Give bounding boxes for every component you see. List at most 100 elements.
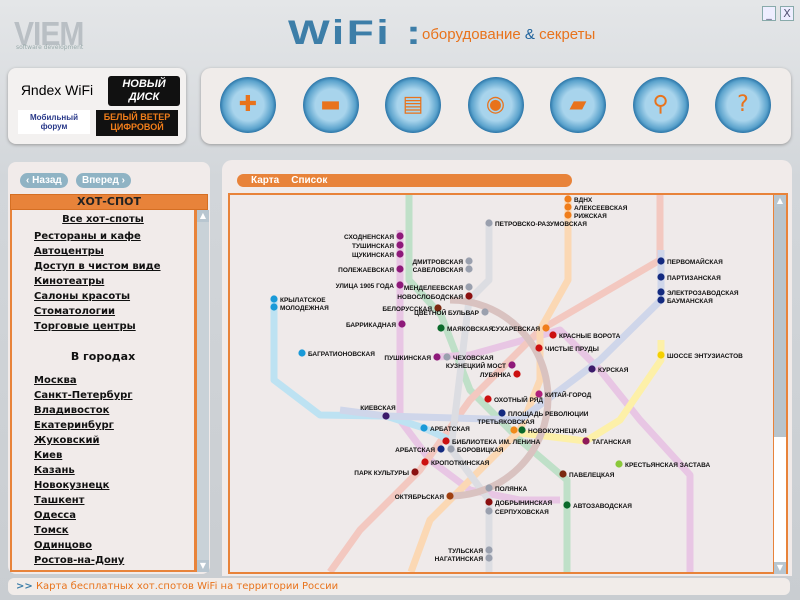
white-wind-logo[interactable]: БЕЛЫЙ ВЕТЕР ЦИФРОВОЙ (96, 110, 178, 136)
station-label[interactable]: ПУШКИНСКАЯ (384, 355, 431, 362)
tab-list[interactable]: Список (291, 175, 328, 186)
category-link[interactable]: Стоматологии (34, 306, 116, 317)
all-hotspots-link[interactable]: Все хот-споты (62, 214, 144, 225)
station-label[interactable]: ТУЛЬСКАЯ (448, 548, 483, 555)
scroll-down-arrow-icon[interactable]: ▼ (197, 560, 209, 572)
map-scroll-up-icon[interactable]: ▲ (774, 195, 786, 207)
minimize-button[interactable]: _ (762, 6, 776, 21)
station-label[interactable]: БОРОВИЦКАЯ (457, 447, 504, 454)
close-button[interactable]: X (780, 6, 794, 21)
station-label[interactable]: КРЕСТЬЯНСКАЯ ЗАСТАВА (625, 462, 711, 469)
city-link[interactable]: Москва (34, 375, 77, 386)
station-label[interactable]: МЕНДЕЛЕЕВСКАЯ (404, 285, 463, 292)
station-label[interactable]: ДОБРЫНИНСКАЯ (495, 500, 552, 507)
station-label[interactable]: КРАСНЫЕ ВОРОТА (559, 333, 621, 340)
category-link[interactable]: Рестораны и кафе (34, 231, 141, 242)
station-label[interactable]: ЭЛЕКТРОЗАВОДСКАЯ (667, 290, 739, 297)
tab-map[interactable]: Карта (251, 175, 280, 186)
station-label[interactable]: КУЗНЕЦКИЙ МОСТ (446, 361, 506, 370)
station-label[interactable]: РИЖСКАЯ (574, 213, 607, 220)
city-link[interactable]: Одинцово (34, 540, 92, 551)
city-link[interactable]: Киев (34, 450, 63, 461)
city-link[interactable]: Одесса (34, 510, 76, 521)
city-link[interactable]: Казань (34, 465, 75, 476)
category-link[interactable]: Салоны красоты (34, 291, 131, 302)
station-label[interactable]: БЕЛОРУССКАЯ (382, 306, 432, 313)
station-label[interactable]: БИБЛИОТЕКА ИМ. ЛЕНИНА (452, 439, 541, 446)
toolbar-button-help[interactable]: ? (715, 77, 771, 133)
station-label[interactable]: ПАВЕЛЕЦКАЯ (569, 472, 615, 479)
city-link[interactable]: Ростов-на-Дону (34, 555, 125, 566)
station-label[interactable]: ОКТЯБРЬСКАЯ (395, 494, 445, 501)
city-link[interactable]: Ташкент (34, 495, 85, 506)
novy-disk-logo[interactable]: НОВЫЙ ДИСК (108, 76, 180, 106)
station-label[interactable]: ВДНХ (574, 197, 593, 204)
toolbar-button-metro-map[interactable]: ✚ (220, 77, 276, 133)
city-link[interactable]: Екатеринбург (34, 420, 114, 431)
toolbar-button-laptop[interactable]: ▬ (302, 77, 359, 133)
station-label[interactable]: ЩУКИНСКАЯ (352, 252, 394, 259)
station-label[interactable]: БАРРИКАДНАЯ (346, 322, 396, 329)
station-label[interactable]: КИЕВСКАЯ (360, 405, 396, 412)
station-label[interactable]: УЛИЦА 1905 ГОДА (336, 283, 395, 290)
station-label[interactable]: СУХАРЕВСКАЯ (491, 326, 540, 333)
city-link[interactable]: Каменск-на-Амуре (34, 570, 194, 572)
station-label[interactable]: ПАРТИЗАНСКАЯ (667, 275, 721, 282)
yandex-wifi-logo[interactable]: Яndex WiFi (20, 82, 94, 98)
station-label[interactable]: КУРСКАЯ (598, 367, 629, 374)
station-label[interactable]: АВТОЗАВОДСКАЯ (573, 503, 632, 510)
station-label[interactable]: САВЕЛОВСКАЯ (413, 267, 464, 274)
station-label[interactable]: БАГРАТИОНОВСКАЯ (308, 351, 375, 358)
category-link[interactable]: Доступ в чистом виде (34, 261, 161, 272)
station-label[interactable]: ЧЕХОВСКАЯ (453, 355, 494, 362)
scroll-up-arrow-icon[interactable]: ▲ (197, 210, 209, 222)
station-label[interactable]: НОВОСЛОБОДСКАЯ (397, 294, 463, 301)
station-label[interactable]: АРБАТСКАЯ (395, 447, 435, 454)
toolbar-button-book[interactable]: ▤ (385, 77, 441, 133)
station-label[interactable]: ПЛОЩАДЬ РЕВОЛЮЦИИ (508, 411, 589, 418)
toolbar-button-search[interactable]: ⚲ (632, 77, 689, 133)
forward-button[interactable]: Вперед › (76, 173, 131, 188)
hotspot-scrollbar[interactable]: ▲ ▼ (196, 210, 209, 572)
station-label[interactable]: ЛУБЯНКА (480, 372, 511, 379)
station-label[interactable]: ТАГАНСКАЯ (592, 439, 631, 446)
mobile-forum-logo[interactable]: Мобильный форум (18, 110, 90, 134)
toolbar-button-card[interactable]: ▰ (550, 77, 606, 133)
station-label[interactable]: ПАРК КУЛЬТУРЫ (354, 470, 409, 477)
city-link[interactable]: Томск (34, 525, 69, 536)
category-link[interactable]: Автоцентры (34, 246, 104, 257)
station-label[interactable]: КРЫЛАТСКОЕ (280, 297, 326, 304)
map-scroll-thumb[interactable] (774, 207, 786, 437)
city-link[interactable]: Жуковский (34, 435, 100, 446)
station-label[interactable]: ТУШИНСКАЯ (352, 243, 394, 250)
station-label[interactable]: ДМИТРОВСКАЯ (413, 259, 464, 266)
station-label[interactable]: КИТАЙ-ГОРОД (545, 390, 592, 399)
city-link[interactable]: Владивосток (34, 405, 110, 416)
station-label[interactable]: АРБАТСКАЯ (430, 426, 470, 433)
map-scrollbar[interactable]: ▲ ▼ (773, 195, 786, 574)
station-label[interactable]: СХОДНЕНСКАЯ (344, 234, 394, 241)
station-label[interactable]: БАУМАНСКАЯ (667, 298, 713, 305)
toolbar-button-disc[interactable]: ◉ (467, 77, 524, 133)
station-label[interactable]: ПЕРВОМАЙСКАЯ (667, 257, 723, 266)
station-label[interactable]: ПЕТРОВСКО-РАЗУМОВСКАЯ (495, 221, 587, 228)
station-label[interactable]: ПОЛЯНКА (495, 486, 527, 493)
station-label[interactable]: ПОЛЕЖАЕВСКАЯ (338, 267, 394, 274)
category-link[interactable]: Кинотеатры (34, 276, 105, 287)
city-link[interactable]: Новокузнецк (34, 480, 110, 491)
station-label[interactable]: ЦВЕТНОЙ БУЛЬВАР (414, 308, 480, 317)
station-label[interactable]: ОХОТНЫЙ РЯД (494, 395, 543, 404)
category-link[interactable]: Торговые центры (34, 321, 136, 332)
station-label[interactable]: КРОПОТКИНСКАЯ (431, 460, 490, 467)
station-label[interactable]: НАГАТИНСКАЯ (435, 556, 484, 563)
station-label[interactable]: ЧИСТЫЕ ПРУДЫ (545, 346, 599, 353)
station-label[interactable]: МОЛОДЕЖНАЯ (280, 305, 329, 312)
station-label[interactable]: ШОССЕ ЭНТУЗИАСТОВ (667, 353, 743, 360)
back-button[interactable]: ‹ Назад (20, 173, 68, 188)
station-label[interactable]: НОВОКУЗНЕЦКАЯ (528, 428, 587, 435)
map-scroll-down-icon[interactable]: ▼ (774, 562, 786, 574)
station-label[interactable]: АЛЕКСЕЕВСКАЯ (574, 205, 628, 212)
city-link[interactable]: Санкт-Петербург (34, 390, 133, 401)
station-label[interactable]: СЕРПУХОВСКАЯ (495, 509, 549, 516)
